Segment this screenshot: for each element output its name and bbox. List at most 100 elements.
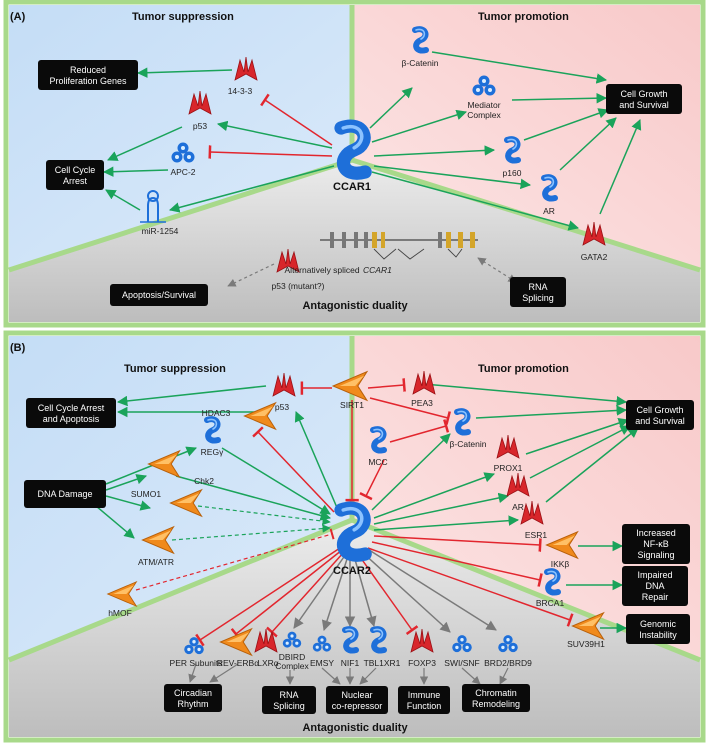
svg-text:Genomic: Genomic: [640, 619, 677, 629]
panel-a-duality-header: Antagonistic duality: [302, 300, 408, 312]
svg-text:Cell Growth: Cell Growth: [620, 89, 667, 99]
panel-b-divider-left: [8, 517, 353, 663]
edge-b-chk2-ccar2: [197, 505, 331, 526]
edge-a-ccar1-apc2: [208, 145, 333, 159]
node-b-bcatenin: β-Catenin: [449, 439, 486, 449]
node-b-p53: p53: [275, 402, 289, 412]
node-a-gata2: GATA2: [581, 252, 608, 262]
edge-a-ccar1-ar: [373, 165, 532, 190]
edge-a-apc2-cellcycle: [102, 166, 169, 177]
edge-b-ccar2-ikkb: [373, 535, 542, 552]
svg-text:NF-κB: NF-κB: [643, 539, 669, 549]
edge-b-ccar2-foxp3: [357, 553, 419, 636]
node-b-brd: BRD2/BRD9: [484, 658, 532, 668]
edge-b-pea3-growth: [423, 383, 628, 407]
edge-a-ccar1-mediator: [371, 109, 468, 143]
node-b-tbl1: TBL1XR1: [364, 658, 401, 668]
edge-a-ar-growth: [559, 117, 617, 171]
node-a-14-3-3: 14-3-3: [228, 86, 253, 96]
edge-b-ccar2-p53: [294, 411, 339, 511]
svg-text:Proliferation Genes: Proliferation Genes: [49, 76, 127, 86]
edge-b-ccar2-dbird: [293, 553, 347, 629]
panel-b-edges: [95, 378, 639, 685]
box-b-immune-function: Immune Function: [398, 686, 450, 714]
edge-b-ccar2-esr1: [373, 515, 520, 531]
svg-text:Splicing: Splicing: [522, 293, 554, 303]
edge-a-p53-cellcycle: [107, 126, 183, 161]
panel-a-divider-right: [351, 157, 701, 273]
edge-b-ccar2-emsy: [321, 555, 349, 631]
svg-text:Impaired: Impaired: [637, 570, 672, 580]
edge-b-ccar2-bcatenin: [371, 433, 451, 511]
node-b-chk2: Chk2: [194, 476, 214, 486]
svg-text:Arrest: Arrest: [63, 176, 88, 186]
edge-b-dna-atm: [95, 505, 135, 539]
edge-b-ccar2-brca1: [371, 541, 543, 587]
node-a-mediator-2: Complex: [467, 110, 501, 120]
edge-b-ccar2-swi: [361, 551, 451, 633]
node-a-p160: p160: [503, 168, 522, 178]
node-b-regy: REGγ: [201, 447, 224, 457]
edge-a-ccar1-bcatenin: [369, 87, 413, 129]
svg-text:Cell Cycle: Cell Cycle: [55, 165, 96, 175]
edge-b-dna-sumo1: [105, 474, 147, 491]
box-b-impaired-dna-repair: Impaired DNA Repair: [622, 566, 688, 606]
svg-text:Signaling: Signaling: [637, 550, 674, 560]
svg-text:Rhythm: Rhythm: [177, 699, 208, 709]
node-a-bcatenin: β-Catenin: [401, 58, 438, 68]
edge-b-regy-ccar2: [221, 447, 331, 515]
edge-a-mediator-growth: [511, 92, 608, 104]
node-b-dbird-2: Complex: [275, 661, 309, 671]
node-b-hmof: hMOF: [108, 608, 132, 618]
node-a-p53-mutant: p53 (mutant?): [272, 281, 325, 291]
edge-a-ccar1-p53: [216, 120, 333, 149]
svg-text:Repair: Repair: [642, 592, 669, 602]
box-b-chromatin-remodeling: Chromatin Remodeling: [462, 684, 530, 712]
svg-text:and Apoptosis: and Apoptosis: [43, 414, 100, 424]
box-b-dna-damage: DNA Damage: [24, 480, 106, 508]
edge-b-ccar2-tbl1: [353, 555, 377, 628]
node-b-sumo1: SUMO1: [131, 489, 162, 499]
edge-b-prox1-growth: [525, 418, 629, 455]
ccar1-label: CCAR1: [333, 181, 371, 193]
svg-text:and Survival: and Survival: [635, 416, 685, 426]
panel-a-promotion-region: [352, 5, 700, 270]
edge-b-p53-cellcycle: [116, 385, 267, 407]
svg-text:RNA: RNA: [279, 690, 298, 700]
ccar2-label: CCAR2: [333, 565, 371, 577]
splice-caption-prefix: Alternatively spliced: [285, 265, 362, 275]
node-b-per: PER Subunits: [170, 658, 223, 668]
node-a-mir: miR-1254: [142, 226, 179, 236]
panel-b-suppression-header: Tumor suppression: [124, 363, 226, 375]
svg-text:and Survival: and Survival: [619, 100, 669, 110]
edge-b-ccar2-suv: [367, 547, 574, 627]
node-b-foxp3: FOXP3: [408, 658, 436, 668]
node-a-apc2: APC-2: [170, 167, 195, 177]
edge-b-ccar2-per: [195, 547, 341, 647]
node-b-brca1: BRCA1: [536, 598, 565, 608]
node-b-esr1: ESR1: [525, 530, 547, 540]
edge-b-ccar2-prox1: [373, 472, 495, 519]
panel-b: (B) Tumor suppression Tumor promotion An…: [3, 330, 706, 743]
node-b-reverb: REV-ERBα: [217, 658, 259, 668]
node-b-ikkb: IKKβ: [551, 559, 570, 569]
panel-a-edges: [102, 51, 642, 287]
edge-b-sirt1-pea3: [367, 378, 406, 392]
edge-a-ccar1-14-3-3: [260, 93, 333, 146]
edge-b-sumo1-ccar2: [175, 475, 332, 521]
svg-text:Splicing: Splicing: [273, 701, 305, 711]
svg-text:co-repressor: co-repressor: [332, 701, 383, 711]
box-b-nuclear-corepressor: Nuclear co-repressor: [326, 686, 388, 714]
edge-b-esr1-growth: [545, 427, 639, 503]
svg-text:DNA: DNA: [645, 581, 664, 591]
box-a-rna-splicing: RNA Splicing: [510, 277, 566, 307]
edge-a-mir-cellcycle: [105, 189, 141, 211]
svg-text:Apoptosis/Survival: Apoptosis/Survival: [122, 290, 196, 300]
svg-text:Immune: Immune: [408, 690, 441, 700]
splice-caption-gene: CCAR1: [363, 265, 392, 275]
edge-a-ccar1-mir: [168, 165, 335, 213]
edge-b-ccar2-ar: [373, 492, 510, 525]
box-b-circadian-rhythm: Circadian Rhythm: [164, 684, 222, 712]
svg-text:Remodeling: Remodeling: [472, 699, 520, 709]
node-b-suv: SUV39H1: [567, 639, 605, 649]
